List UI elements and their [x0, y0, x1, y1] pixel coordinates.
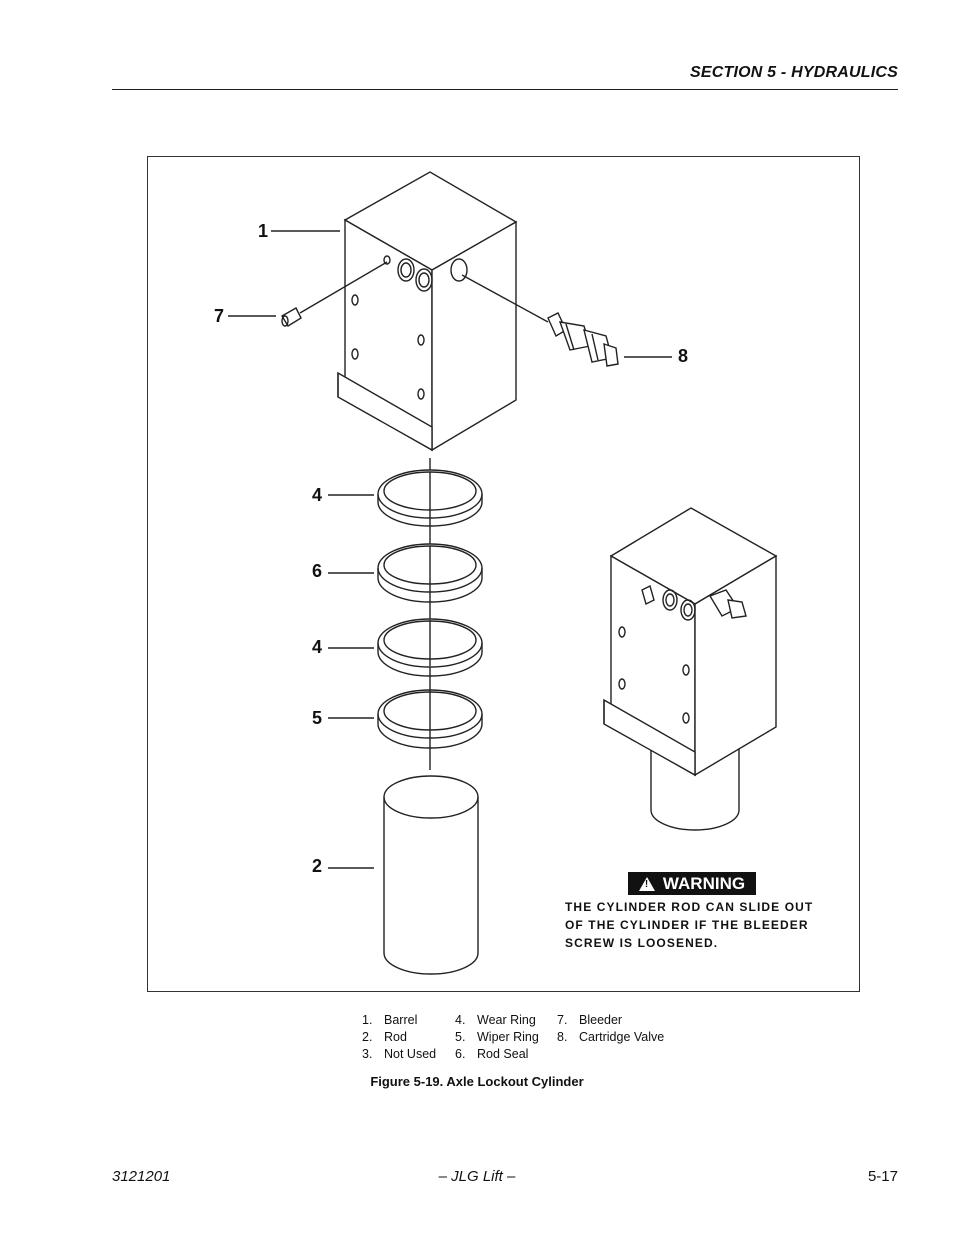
legend-item: 3. Not Used — [362, 1046, 436, 1063]
warning-triangle-icon — [638, 876, 655, 891]
callout-4-bottom: 4 — [312, 637, 323, 657]
figure-caption: Figure 5-19. Axle Lockout Cylinder — [370, 1074, 584, 1089]
legend-column-2: 4. Wear Ring 5. Wiper Ring 6. Rod Seal — [455, 1012, 539, 1063]
footer-page-number: 5-17 — [867, 1168, 898, 1185]
callout-2: 2 — [312, 856, 323, 876]
legend-label: Rod — [384, 1030, 407, 1044]
legend-number: 6. — [455, 1047, 466, 1061]
legend-item: 7. Bleeder — [557, 1012, 664, 1029]
section-header: SECTION 5 - HYDRAULICS — [690, 64, 898, 81]
legend-label: Wear Ring — [477, 1013, 536, 1027]
barrel-block-drawing — [337, 171, 518, 452]
legend-item: 2. Rod — [362, 1029, 436, 1046]
callout-8: 8 — [678, 346, 689, 366]
leader-lines — [228, 230, 672, 869]
callout-4-top: 4 — [312, 485, 323, 505]
callout-6: 6 — [312, 561, 323, 581]
wear-ring-top-drawing — [377, 469, 483, 527]
warning-text: THE CYLINDER ROD CAN SLIDE OUT OF THE CY… — [565, 900, 814, 950]
legend-item: 4. Wear Ring — [455, 1012, 539, 1029]
legend-number: 3. — [362, 1047, 373, 1061]
warning-label: WARNING — [628, 872, 756, 895]
legend-item: 1. Barrel — [362, 1012, 436, 1029]
legend-item: 8. Cartridge Valve — [557, 1029, 664, 1046]
legend-label: Barrel — [384, 1013, 418, 1027]
wiper-ring-drawing — [377, 689, 483, 749]
footer-doc-number: 3121201 — [112, 1168, 171, 1185]
callout-1: 1 — [258, 221, 269, 241]
legend-number: 1. — [362, 1013, 373, 1027]
callout-7: 7 — [214, 306, 225, 326]
legend-label: Cartridge Valve — [579, 1030, 665, 1044]
legend-label: Not Used — [384, 1047, 437, 1061]
legend-item: 5. Wiper Ring — [455, 1029, 539, 1046]
figure-frame — [147, 156, 860, 992]
legend-column-3: 7. Bleeder 8. Cartridge Valve — [557, 1012, 664, 1046]
legend-label: Rod Seal — [477, 1047, 529, 1061]
legend-number: 2. — [362, 1030, 373, 1044]
rod-drawing — [383, 775, 479, 975]
legend-item: 6. Rod Seal — [455, 1046, 539, 1063]
legend-number: 7. — [557, 1013, 568, 1027]
header-rule — [112, 89, 898, 90]
legend-column-1: 1. Barrel 2. Rod 3. Not Used — [362, 1012, 436, 1063]
legend-number: 4. — [455, 1013, 466, 1027]
legend-label: Bleeder — [579, 1013, 623, 1027]
callout-5: 5 — [312, 708, 323, 728]
legend-number: 8. — [557, 1030, 568, 1044]
rod-seal-drawing — [377, 543, 483, 603]
warning-label-text: WARNING — [662, 873, 746, 893]
legend-number: 5. — [455, 1030, 466, 1044]
bleeder-drawing — [281, 261, 388, 327]
assembled-view-drawing — [603, 507, 778, 831]
legend-label: Wiper Ring — [477, 1030, 539, 1044]
footer-center: – JLG Lift – — [438, 1168, 516, 1185]
cartridge-valve-drawing — [461, 274, 619, 367]
wear-ring-bottom-drawing — [377, 618, 483, 677]
